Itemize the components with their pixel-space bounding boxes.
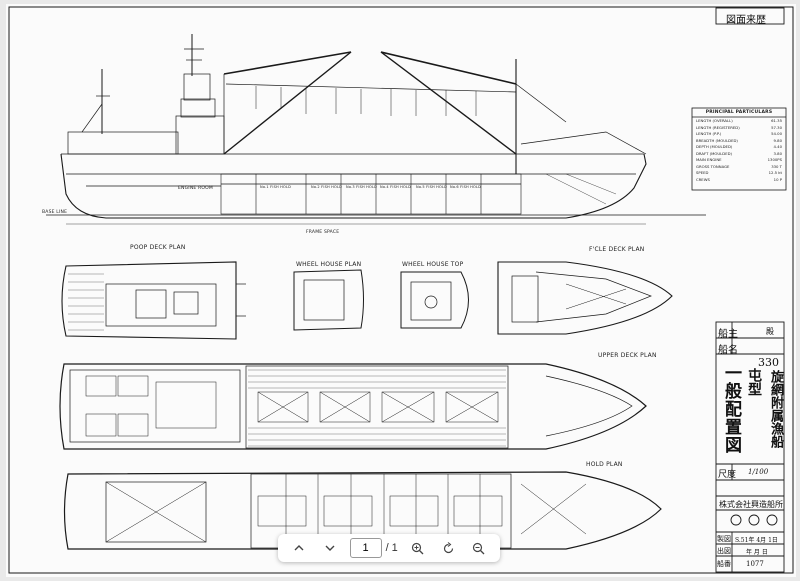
particulars-title: PRINCIPAL PARTICULARS [705, 110, 773, 115]
particulars-row-label: DEPTH (MOULDED) [696, 144, 733, 149]
base-line-label: BASE LINE [42, 210, 68, 215]
scale-value: 1/100 [748, 468, 769, 476]
wheel-house-plans [293, 269, 469, 331]
scale-label: 尺度 [718, 470, 737, 480]
particulars-row: CREWS 10 P [694, 177, 784, 184]
particulars-row-value: 54.00 [771, 131, 782, 136]
hold-label: No.1 FISH HOLD [260, 185, 291, 189]
particulars-row: LENGTH (P.P.) 54.00 [694, 131, 784, 138]
engine-room-label: ENGINE ROOM [178, 186, 213, 191]
issued-label: 出図 [717, 547, 731, 555]
particulars-row: BREADTH (MOULDED) 9.80 [694, 138, 784, 145]
drawn-date: S.51年 4月 1日 [735, 537, 778, 544]
ship-name-label: 船名 [718, 345, 738, 356]
hold-label: No.5 FISH HOLD [416, 185, 447, 189]
particulars-row-label: DRAFT (MOULDED) [696, 150, 733, 156]
poop-deck-plan [61, 261, 246, 340]
particulars-row-value: 4.40 [773, 144, 782, 149]
particulars-row-value: 10 P [773, 176, 782, 182]
next-page-button[interactable] [319, 537, 341, 559]
hold-label: No.4 FISH HOLD [380, 185, 411, 189]
particulars-row-label: BREADTH (MOULDED) [696, 137, 738, 143]
particulars-row: DRAFT (MOULDED) 3.80 [694, 151, 784, 158]
particulars-row-label: CREWS [696, 176, 710, 182]
issued-date: 年 月 日 [746, 549, 768, 556]
particulars-row: DEPTH (MOULDED) 4.40 [694, 144, 784, 151]
principal-particulars-table: PRINCIPAL PARTICULARS LENGTH (OVERALL) 61… [694, 108, 784, 183]
number-value: 1077 [746, 560, 764, 568]
particulars-row-value: 61.35 [771, 118, 782, 123]
zoom-out-button[interactable] [468, 537, 490, 559]
particulars-row-value: 57.30 [771, 124, 782, 130]
company-name: 株式会社興造船所 [719, 500, 783, 509]
hold-label: No.3 FISH HOLD [346, 185, 377, 189]
particulars-row-label: MAIN ENGINE [696, 157, 722, 162]
owner-suffix: 殿 [766, 327, 774, 336]
chevron-down-icon [325, 545, 335, 551]
particulars-row-label: GROSS TONNAGE [696, 163, 730, 169]
wheel-house-plan-label: WHEEL HOUSE PLAN [296, 261, 362, 268]
page-total: / 1 [385, 542, 398, 554]
ship-type-text: 旋網附属漁船 [768, 370, 783, 448]
ship-type-number: 330 [758, 356, 779, 369]
drawn-label: 製図 [717, 535, 731, 543]
poop-deck-plan-label: POOP DECK PLAN [130, 244, 186, 251]
previous-page-button[interactable] [288, 537, 310, 559]
particulars-row: LENGTH (REGISTERED) 57.30 [694, 125, 784, 132]
upper-deck-plan [59, 363, 647, 450]
owner-label: 船主 [718, 329, 738, 340]
particulars-row-value: 3.80 [773, 150, 782, 156]
particulars-row: LENGTH (OVERALL) 61.35 [694, 118, 784, 125]
hold-label: No.6 FISH HOLD [450, 185, 481, 189]
drawing-history-title: 図面来歴 [726, 15, 766, 26]
wheel-house-top-label: WHEEL HOUSE TOP [402, 261, 464, 268]
particulars-table-frame [691, 107, 787, 191]
particulars-row-label: LENGTH (REGISTERED) [696, 124, 740, 130]
drawing-name: 一般配置図 [721, 364, 741, 454]
rotate-icon [443, 541, 453, 553]
particulars-row-value: 9.80 [773, 137, 782, 143]
particulars-row-label: LENGTH (P.P.) [696, 131, 722, 136]
fcle-deck-plan [497, 261, 673, 335]
fcle-deck-plan-label: F'CLE DECK PLAN [589, 246, 645, 253]
zoom-in-icon [411, 542, 424, 554]
viewer-toolbar: / 1 [278, 534, 500, 562]
zoom-out-icon [473, 542, 485, 554]
particulars-row: MAIN ENGINE 1300PS [694, 157, 784, 164]
drawing-sheet: POOP DECK PLAN WHEEL HOUSE PLAN WHEEL HO… [6, 4, 796, 577]
hold-label: No.2 FISH HOLD [311, 185, 342, 189]
page-number-input[interactable] [349, 538, 382, 558]
particulars-row: SPEED 12.5 kt [694, 170, 784, 177]
title-block-frame [715, 7, 785, 573]
particulars-row-value: 1300PS [767, 157, 782, 162]
frame-space-label: FRAME SPACE [306, 230, 340, 235]
hold-plan-label: HOLD PLAN [586, 461, 623, 468]
upper-deck-plan-label: UPPER DECK PLAN [598, 352, 657, 359]
particulars-row-label: LENGTH (OVERALL) [696, 118, 733, 123]
page-indicator: / 1 [349, 538, 398, 558]
ship-general-arrangement-drawing [8, 6, 794, 574]
chevron-up-icon [294, 545, 304, 551]
ship-type-mark: 屯型 [746, 368, 762, 396]
particulars-row-label: SPEED [696, 170, 709, 175]
particulars-row: GROSS TONNAGE 330 T [694, 164, 784, 171]
profile-elevation [46, 34, 706, 225]
particulars-row-value: 330 T [771, 163, 782, 169]
zoom-in-button[interactable] [406, 537, 428, 559]
number-label: 船番 [717, 560, 731, 568]
rotate-button[interactable] [437, 537, 459, 559]
hold-plan [63, 471, 662, 550]
particulars-row-value: 12.5 kt [768, 170, 782, 175]
